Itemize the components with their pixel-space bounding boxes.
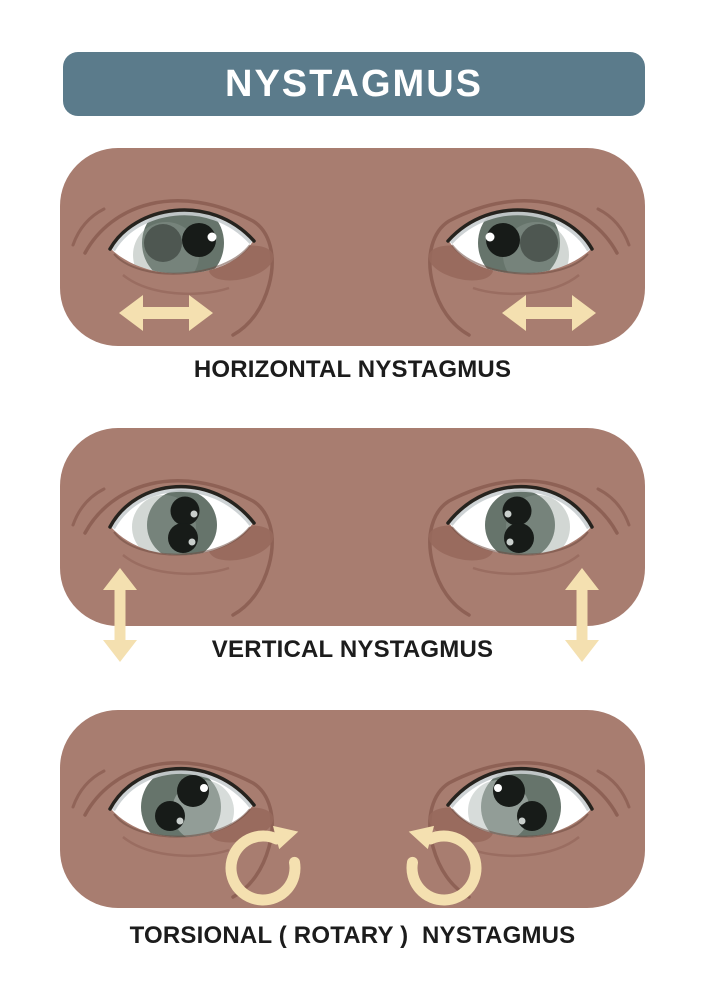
vertical-double-arrow-icon-left (103, 568, 137, 662)
face-panel-vertical (60, 428, 645, 662)
face-panel-torsional (60, 710, 645, 908)
face-panel-horizontal (60, 148, 645, 346)
horizontal-double-arrow-icon-left (119, 295, 213, 331)
caption-horizontal: HORIZONTAL NYSTAGMUS (193, 356, 512, 383)
skin-panel (60, 148, 645, 346)
skin-panel (60, 710, 645, 908)
skin-panel (60, 428, 645, 626)
caption-torsional: TORSIONAL ( ROTARY ) NYSTAGMUS (129, 922, 576, 949)
vertical-double-arrow-icon-right (565, 568, 599, 662)
horizontal-double-arrow-icon-right (502, 295, 596, 331)
title-banner: NYSTAGMUS (63, 52, 645, 116)
poster-title: NYSTAGMUS (225, 62, 483, 105)
caption-vertical: VERTICAL NYSTAGMUS (211, 636, 494, 663)
